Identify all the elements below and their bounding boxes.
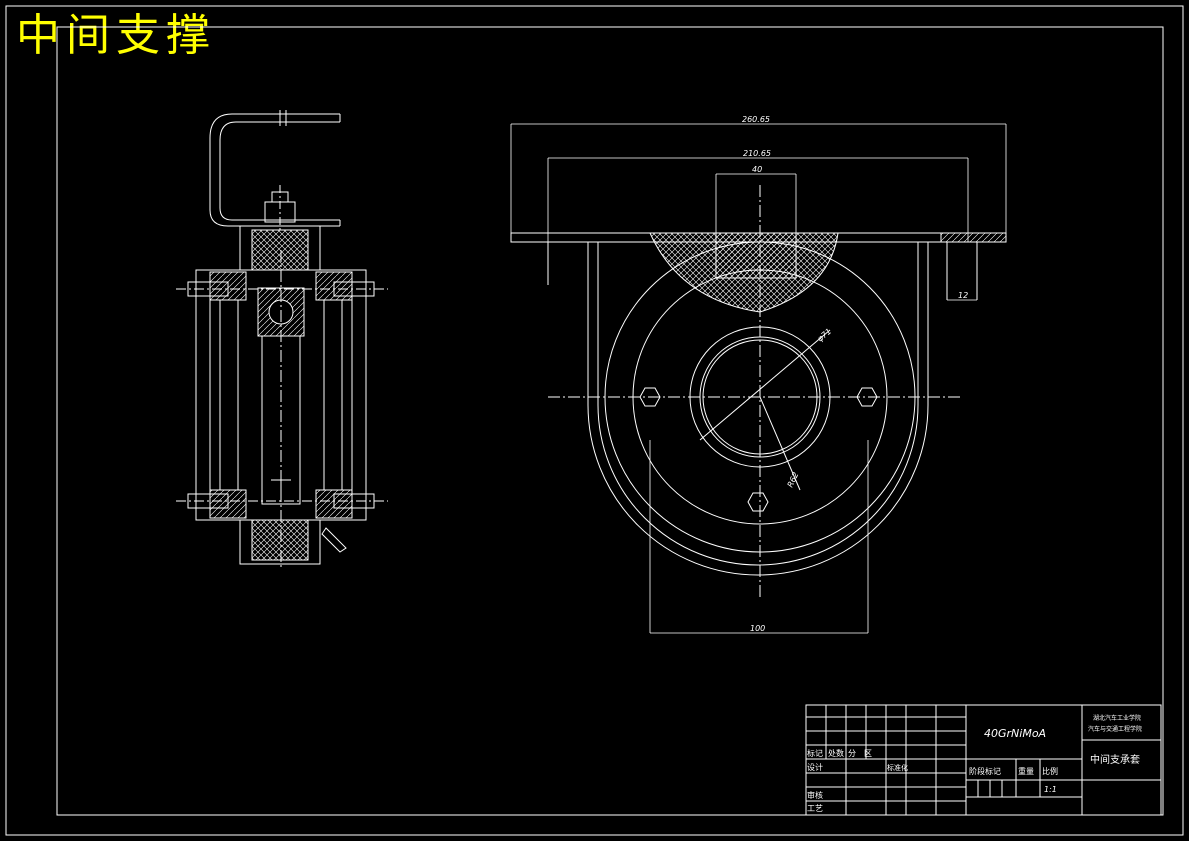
side-section-view [176, 110, 388, 570]
label-weight: 重量 [1018, 766, 1034, 776]
drawing-title: 中间支撑 [16, 10, 216, 61]
label-mark: 标记 [807, 748, 823, 758]
material-label: 40GrNiMoA [984, 727, 1046, 740]
institution-line1: 湖北汽车工业学院 [1093, 714, 1141, 722]
dim-bottom-width: 100 [750, 624, 765, 633]
institution-line2: 汽车与交通工程学院 [1088, 725, 1142, 733]
scale-value: 1:1 [1044, 785, 1057, 794]
label-process: 工艺 [807, 804, 823, 813]
dim-diameter: φ71 [816, 327, 834, 344]
front-view [510, 185, 1007, 600]
dim-center-width: 40 [752, 165, 762, 174]
outer-border [5, 5, 1184, 836]
dim-inner-width: 210.65 [743, 149, 771, 158]
label-zone: 分 区 [848, 749, 872, 758]
label-ratio: 比例 [1042, 766, 1058, 776]
dimension-lines [510, 123, 1007, 634]
label-review: 审核 [807, 790, 823, 800]
label-design: 设计 [807, 762, 823, 772]
dim-flange: 12 [958, 291, 968, 300]
inner-border [56, 26, 1164, 816]
label-count: 处数 [828, 748, 844, 758]
title-block [805, 704, 1162, 816]
label-standard: 标准化 [887, 763, 908, 772]
label-stage-mark: 阶段标记 [969, 766, 1001, 776]
dim-overall-width: 260.65 [742, 115, 770, 124]
part-name: 中间支承套 [1090, 753, 1140, 766]
